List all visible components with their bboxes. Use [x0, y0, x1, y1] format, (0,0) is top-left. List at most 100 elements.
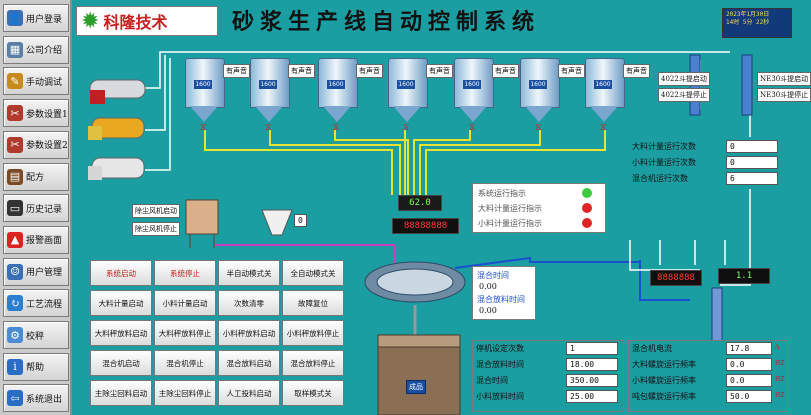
valve-icon[interactable]: ⧖ — [265, 123, 272, 133]
valve-icon[interactable]: ⧖ — [469, 123, 476, 133]
silo-1: 1600 — [185, 58, 225, 128]
param-value: 0.0 — [726, 358, 772, 371]
silo-4: 1600 — [388, 58, 428, 128]
control-button[interactable]: 次数清零 — [218, 290, 280, 316]
silo-sound-tag[interactable]: 有声音 — [623, 64, 650, 78]
valve-icon[interactable]: ⧖ — [403, 123, 410, 133]
param-label: 小料螺旋运行频率 — [632, 376, 696, 385]
nav-item-8[interactable]: ☺用户管理 — [3, 257, 69, 286]
nav-item-7[interactable]: ▲报警画面 — [3, 225, 69, 254]
nav-item-6[interactable]: ▭历史记录 — [3, 194, 69, 223]
silo-7: 1600 — [585, 58, 625, 128]
user-icon: 👤 — [7, 10, 23, 26]
param-value-input[interactable]: 18.00 — [566, 358, 618, 371]
count-value: 0 — [726, 156, 778, 169]
nav-item-label: 校秤 — [26, 331, 45, 342]
valve-icon[interactable]: ⧖ — [200, 123, 207, 133]
count-value: 0 — [726, 140, 778, 153]
nav-item-label: 工艺流程 — [26, 299, 63, 310]
control-button[interactable]: 故障复位 — [282, 290, 344, 316]
param-value: 17.8 — [726, 342, 772, 355]
param-value-input[interactable]: 350.00 — [566, 374, 618, 387]
valve-icon[interactable]: ⧖ — [600, 123, 607, 133]
monitor-icon: ▭ — [7, 200, 23, 217]
silo-sound-tag[interactable]: 有声音 — [223, 64, 250, 78]
control-button[interactable]: 小料秤放料停止 — [282, 320, 344, 346]
cement-truck — [89, 79, 146, 104]
wrench-icon: ✎ — [7, 73, 23, 90]
nav-item-10[interactable]: ⚙校秤 — [3, 321, 69, 349]
silo-sound-tag[interactable]: 有声音 — [426, 64, 453, 78]
dust-fan-start-button[interactable]: 除尘风机启动 — [132, 204, 180, 218]
silo-sound-tag[interactable]: 有声音 — [356, 64, 383, 78]
nav-item-12[interactable]: ⇦系统退出 — [3, 384, 69, 413]
nav-item-label: 手动调试 — [26, 77, 63, 88]
scale-main-display: 62.0 — [398, 195, 442, 211]
control-button[interactable]: 混合机停止 — [154, 350, 216, 376]
nav-item-1[interactable]: ▦公司介绍 — [3, 35, 69, 64]
gear-icon: ⚙ — [7, 327, 23, 343]
nav-item-4[interactable]: ✂参数设置2 — [3, 130, 69, 159]
control-button[interactable]: 小料计量启动 — [154, 290, 216, 316]
control-button[interactable]: 系统启动 — [90, 260, 152, 286]
nav-item-9[interactable]: ↻工艺流程 — [3, 289, 69, 318]
control-button[interactable]: 主除尘回料启动 — [90, 380, 152, 406]
valve-icon[interactable]: ⧖ — [333, 123, 340, 133]
control-button[interactable]: 混合机启动 — [90, 350, 152, 376]
nav-item-0[interactable]: 👤用户登录 — [3, 4, 69, 32]
logo-text: 科隆技术 — [103, 13, 168, 32]
silo-3: 1600 — [318, 58, 358, 128]
control-button[interactable]: 取样模式关 — [282, 380, 344, 406]
small-scale-display: 1.1 — [718, 268, 770, 284]
elevator-ne30-start-button[interactable]: NE30斗提启动 — [757, 72, 811, 86]
mix-discharge-label: 混合放料时间 — [477, 295, 525, 304]
control-button[interactable]: 混合放料停止 — [282, 350, 344, 376]
control-button[interactable]: 系统停止 — [154, 260, 216, 286]
param-value-input[interactable]: 25.00 — [566, 390, 618, 403]
silo-sound-tag[interactable]: 有声音 — [288, 64, 315, 78]
param-value: 0.0 — [726, 374, 772, 387]
control-button[interactable]: 全自动模式关 — [282, 260, 344, 286]
param-unit: HZ — [775, 392, 785, 399]
dust-fan-stop-button[interactable]: 除尘风机停止 — [132, 222, 180, 236]
control-button[interactable]: 大料秤放料启动 — [90, 320, 152, 346]
param-value-input[interactable]: 1 — [566, 342, 618, 355]
nav-item-3[interactable]: ✂参数设置1 — [3, 99, 69, 128]
control-button[interactable]: 混合放料启动 — [218, 350, 280, 376]
count-value: 6 — [726, 172, 778, 185]
exit-icon: ⇦ — [7, 390, 23, 407]
param-label: 小料放料时间 — [476, 392, 524, 401]
status-led — [582, 203, 592, 213]
silo-sound-tag[interactable]: 有声音 — [558, 64, 585, 78]
silo-5: 1600 — [454, 58, 494, 128]
elevator-4022-stop-button[interactable]: 4022斗提停止 — [658, 88, 710, 102]
control-button[interactable]: 小料秤放料启动 — [218, 320, 280, 346]
nav-item-5[interactable]: ▤配方 — [3, 162, 69, 191]
nav-item-label: 配方 — [26, 173, 45, 183]
control-button[interactable]: 人工投料启动 — [218, 380, 280, 406]
page-title: 砂浆生产线自动控制系统 — [232, 9, 541, 35]
elevator-4022-start-button[interactable]: 4022斗提启动 — [658, 72, 710, 86]
param-unit: HZ — [775, 376, 785, 383]
finished-silo-label: 成品 — [406, 380, 426, 394]
scale-sub-display: 88888888 — [392, 218, 459, 234]
count-label: 小料计量运行次数 — [632, 158, 696, 167]
control-button[interactable]: 大料秤放料停止 — [154, 320, 216, 346]
building-icon: ▦ — [7, 41, 23, 58]
elevator-ne30-stop-button[interactable]: NE30斗提停止 — [757, 88, 811, 102]
mix-time-value: 0.00 — [479, 282, 497, 291]
info-icon: i — [7, 358, 23, 375]
nav-item-2[interactable]: ✎手动调试 — [3, 67, 69, 96]
valve-icon[interactable]: ⧖ — [535, 123, 542, 133]
silo-6: 1600 — [520, 58, 560, 128]
control-button[interactable]: 主除尘回料停止 — [154, 380, 216, 406]
control-button[interactable]: 大料计量启动 — [90, 290, 152, 316]
control-button[interactable]: 半自动模式关 — [218, 260, 280, 286]
nav-item-label: 参数设置1 — [26, 109, 68, 120]
param-label: 停机设定次数 — [476, 344, 524, 353]
nav-item-label: 报警画面 — [26, 236, 63, 247]
silo-sound-tag[interactable]: 有声音 — [492, 64, 519, 78]
param-label: 混合放料时间 — [476, 360, 524, 369]
